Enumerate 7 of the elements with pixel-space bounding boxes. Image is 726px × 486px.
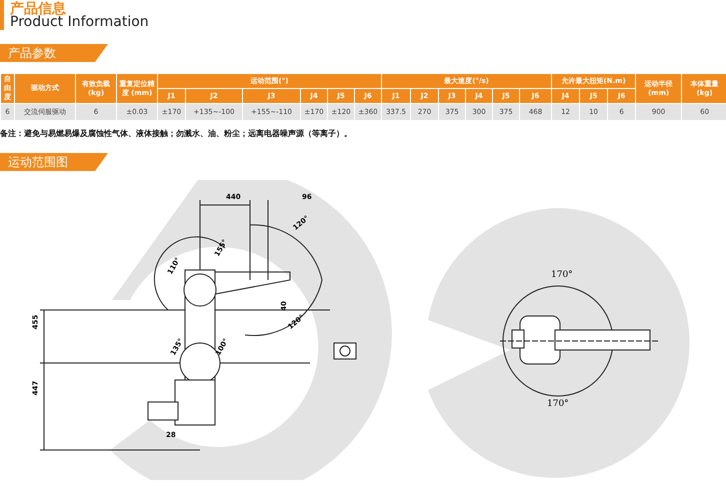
section-heading: 运动范围图 — [0, 153, 108, 171]
angle-label: 170° — [551, 270, 573, 280]
angle-label: 170° — [547, 399, 569, 409]
section-heading: 产品参数 — [0, 44, 108, 62]
page-title: 产品信息 — [10, 0, 66, 17]
page-subtitle: Product Information — [10, 14, 149, 30]
note-text: 备注：避免与易燃易爆及腐蚀性气体、液体接触；勿溅水、油、粉尘；远离电器噪声源（等离子）。 — [0, 128, 352, 139]
